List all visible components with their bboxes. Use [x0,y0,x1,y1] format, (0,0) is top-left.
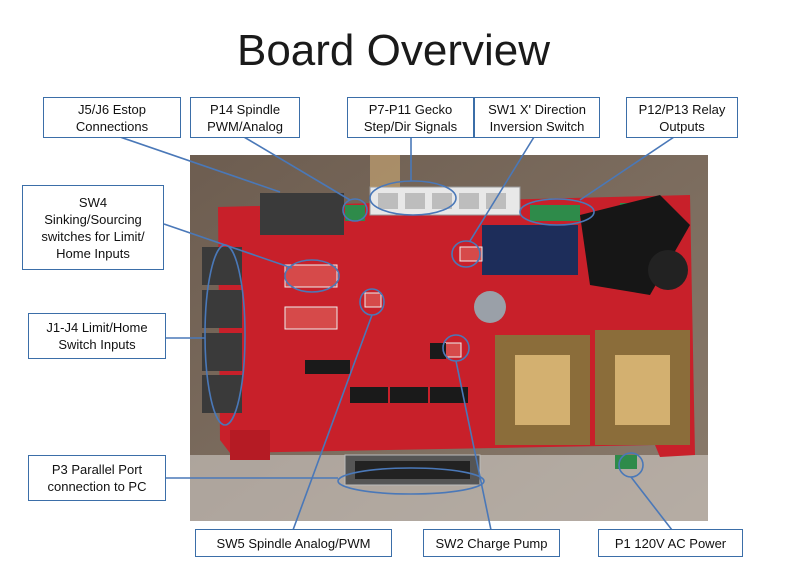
board-illustration [190,155,708,521]
callout-estop: J5/J6 Estop Connections [43,97,181,138]
highlight-sw4 [284,259,340,293]
callout-sw2: SW2 Charge Pump [423,529,560,557]
callout-limit: J1-J4 Limit/Home Switch Inputs [28,313,166,359]
callout-sw4: SW4 Sinking/Sourcing switches for Limit/… [22,185,164,270]
board-photo [190,155,708,521]
callout-relay: P12/P13 Relay Outputs [626,97,738,138]
callout-sw1: SW1 X' Direction Inversion Switch [474,97,600,138]
callout-spindle-pwm: P14 Spindle PWM/Analog [190,97,300,138]
callout-sw5: SW5 Spindle Analog/PWM [195,529,392,557]
callout-power: P1 120V AC Power [598,529,743,557]
highlight-spindle [342,198,368,222]
highlight-parallel [337,467,485,495]
highlight-sw2 [442,334,470,362]
page-title: Board Overview [236,26,550,75]
callout-parallel: P3 Parallel Port connection to PC [28,455,166,501]
highlight-gecko [369,180,457,216]
callout-gecko: P7-P11 Gecko Step/Dir Signals [347,97,474,138]
highlight-power [618,452,644,478]
highlight-relay [519,198,595,226]
highlight-sw5 [359,288,385,316]
highlight-limit [204,244,246,426]
highlight-sw1 [451,240,481,268]
